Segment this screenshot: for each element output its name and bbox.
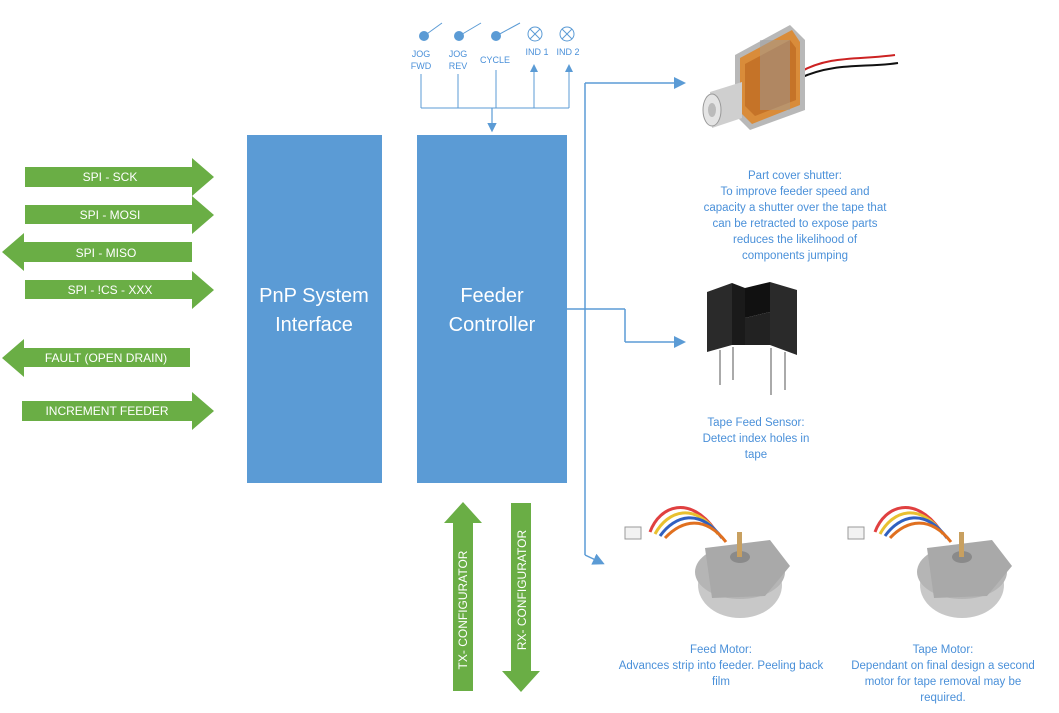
signal-arrow-fault: FAULT (OPEN DRAIN)	[2, 339, 190, 377]
optical-sensor-image	[707, 282, 797, 395]
shutter-caption-line: Part cover shutter:	[748, 170, 842, 182]
shutter-caption-line: To improve feeder speed and	[720, 186, 870, 198]
shutter-caption-line: can be retracted to expose parts	[712, 218, 878, 230]
shutter-caption: Part cover shutter: To improve feeder sp…	[675, 168, 915, 264]
pnp-interface-label-2: Interface	[275, 314, 353, 336]
tape-motor-caption-line: motor for tape removal may be	[864, 676, 1022, 688]
feed-motor-caption-line: film	[712, 676, 730, 688]
signal-label-increment: INCREMENT FEEDER	[45, 404, 168, 418]
pnp-interface-label-1: PnP System	[259, 285, 369, 307]
sensor-caption-line: tape	[744, 449, 768, 461]
jog-rev-label-2: REV	[449, 61, 468, 71]
feed-motor-caption-line: Feed Motor:	[690, 644, 752, 656]
signal-arrow-cs: SPI - !CS - XXX	[25, 271, 214, 309]
cycle-label: CYCLE	[480, 55, 510, 65]
signal-label-mosi: SPI - MOSI	[80, 208, 141, 222]
ind1-label: IND 1	[525, 47, 548, 57]
tx-configurator-arrow: TX- CONFIGURATOR	[444, 502, 482, 691]
feeder-controller-block	[417, 135, 567, 483]
signal-label-cs: SPI - !CS - XXX	[68, 283, 153, 297]
tape-motor-image	[847, 506, 1012, 618]
signal-arrow-miso: SPI - MISO	[2, 233, 192, 271]
shutter-caption-line: capacity a shutter over the tape that	[703, 202, 887, 214]
rx-configurator-label: RX- CONFIGURATOR	[515, 530, 529, 651]
signal-arrow-increment: INCREMENT FEEDER	[22, 392, 214, 430]
feed-motor-caption: Feed Motor: Advances strip into feeder. …	[605, 642, 837, 690]
sensor-caption: Tape Feed Sensor: Detect index holes in …	[676, 415, 836, 463]
tape-motor-caption-line: Dependant on final design a second	[851, 660, 1035, 672]
jog-fwd-label-2: FWD	[411, 61, 432, 71]
signal-label-miso: SPI - MISO	[76, 246, 137, 260]
sensor-caption-line: Tape Feed Sensor:	[707, 417, 805, 429]
signal-arrow-sck: SPI - SCK	[25, 158, 214, 196]
solenoid-image	[702, 25, 899, 130]
controller-output-lines	[567, 77, 686, 565]
sensor-caption-line: Detect index holes in	[702, 433, 810, 445]
tape-motor-caption-line: Tape Motor:	[912, 644, 974, 656]
ind2-label: IND 2	[556, 47, 579, 57]
feed-motor-image	[624, 506, 790, 618]
feed-motor-caption-line: Advances strip into feeder. Peeling back	[618, 660, 824, 672]
shutter-caption-line: reduces the likelihood of	[732, 234, 858, 246]
feeder-controller-label-1: Feeder	[460, 285, 524, 307]
shutter-caption-line: components jumping	[741, 250, 849, 262]
ind2-lamp-icon	[559, 26, 575, 42]
pnp-interface-block	[247, 135, 382, 483]
tape-motor-caption-line: required.	[920, 692, 966, 704]
tape-motor-caption: Tape Motor: Dependant on final design a …	[840, 642, 1046, 706]
rx-configurator-arrow: RX- CONFIGURATOR	[502, 503, 540, 692]
jog-fwd-label-1: JOG	[412, 49, 431, 59]
control-panel: JOG FWD JOG REV CYCLE IND 1 IND 2	[411, 22, 580, 133]
feeder-controller-label-2: Controller	[449, 314, 536, 336]
tx-configurator-label: TX- CONFIGURATOR	[456, 550, 470, 669]
signal-label-sck: SPI - SCK	[83, 170, 138, 184]
signal-arrow-mosi: SPI - MOSI	[25, 196, 214, 234]
signal-label-fault: FAULT (OPEN DRAIN)	[45, 351, 167, 365]
jog-rev-label-1: JOG	[449, 49, 468, 59]
ind1-lamp-icon	[527, 26, 543, 42]
